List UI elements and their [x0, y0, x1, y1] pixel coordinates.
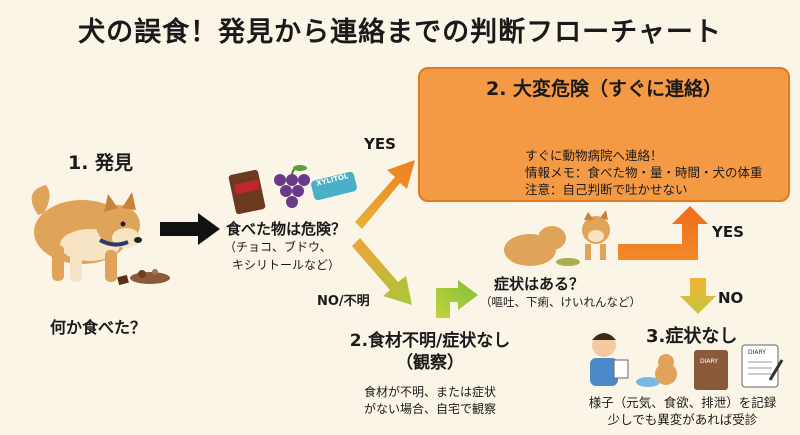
- diary-notebook-label: DIARY: [748, 349, 766, 356]
- no-symptoms-desc-line1: 様子（元気、食欲、排泄）を記録: [588, 395, 777, 410]
- arrow-no-symptoms: [680, 278, 716, 314]
- unknown-heading: 2.食材不明/症状なし （観察）: [330, 330, 530, 374]
- branch-no-unknown-label: NO/不明: [317, 294, 370, 309]
- step1-label: 1. 発見: [68, 152, 134, 174]
- unknown-heading-line1: 2.食材不明/症状なし: [349, 331, 511, 351]
- arrow-no-unknown: [352, 238, 412, 305]
- branch-yes-symptoms-label: YES: [712, 223, 744, 241]
- danger-line-info: 情報メモ：食べた物・量・時間・犬の体重: [525, 165, 763, 180]
- no-symptoms-desc-line2: 少しでも異変があれば受診: [607, 412, 758, 427]
- question2-label: 症状はある？: [494, 275, 585, 293]
- diary-book-label: DIARY: [700, 358, 718, 365]
- unknown-desc-line2: がない場合、自宅で観察: [363, 402, 496, 416]
- danger-box-heading: 2. 大変危険（すぐに連絡）: [485, 78, 723, 100]
- arrow-yes-danger: [355, 160, 415, 229]
- sniffing-dog-illustration: [31, 185, 170, 286]
- unknown-desc-line1: 食材が不明、または症状: [363, 385, 496, 399]
- arrow-to-symptom-question: [436, 280, 478, 318]
- unknown-heading-line2: （観察）: [396, 353, 464, 373]
- branch-no-symptoms-label: NO: [718, 289, 744, 307]
- arrow-yes-symptoms: [618, 206, 708, 260]
- vomiting-dog-illustration: [504, 210, 610, 266]
- observation-illustrations: [590, 333, 784, 390]
- branch-yes-label: YES: [364, 135, 396, 153]
- danger-box: 2. 大変危険（すぐに連絡） すぐに動物病院へ連絡！ 情報メモ：食べた物・量・時…: [418, 67, 790, 202]
- question1-label: 食べた物は危険？: [226, 220, 347, 238]
- danger-line-contact: すぐに動物病院へ連絡！: [525, 148, 663, 163]
- unknown-description: 食材が不明、または症状 がない場合、自宅で観察: [330, 384, 530, 418]
- arrow-to-question: [160, 213, 220, 245]
- question2-sub: （嘔吐、下痢、けいれんなど）: [480, 295, 641, 309]
- page-title: 犬の誤食！発見から連絡までの判断フローチャート: [78, 17, 722, 48]
- question1-sub1: （チョコ、ブドウ、: [224, 240, 332, 254]
- no-symptoms-description: 様子（元気、食欲、排泄）を記録 少しでも異変があれば受診: [570, 394, 795, 428]
- question1-sub2: キシリトールなど）: [232, 258, 341, 272]
- danger-line-caution: 注意：自己判断で吐かせない: [525, 182, 688, 197]
- dangerous-foods-illustration: [228, 165, 357, 215]
- no-symptoms-heading: 3.症状なし: [646, 326, 738, 347]
- step1-caption: 何か食べた？: [50, 318, 147, 337]
